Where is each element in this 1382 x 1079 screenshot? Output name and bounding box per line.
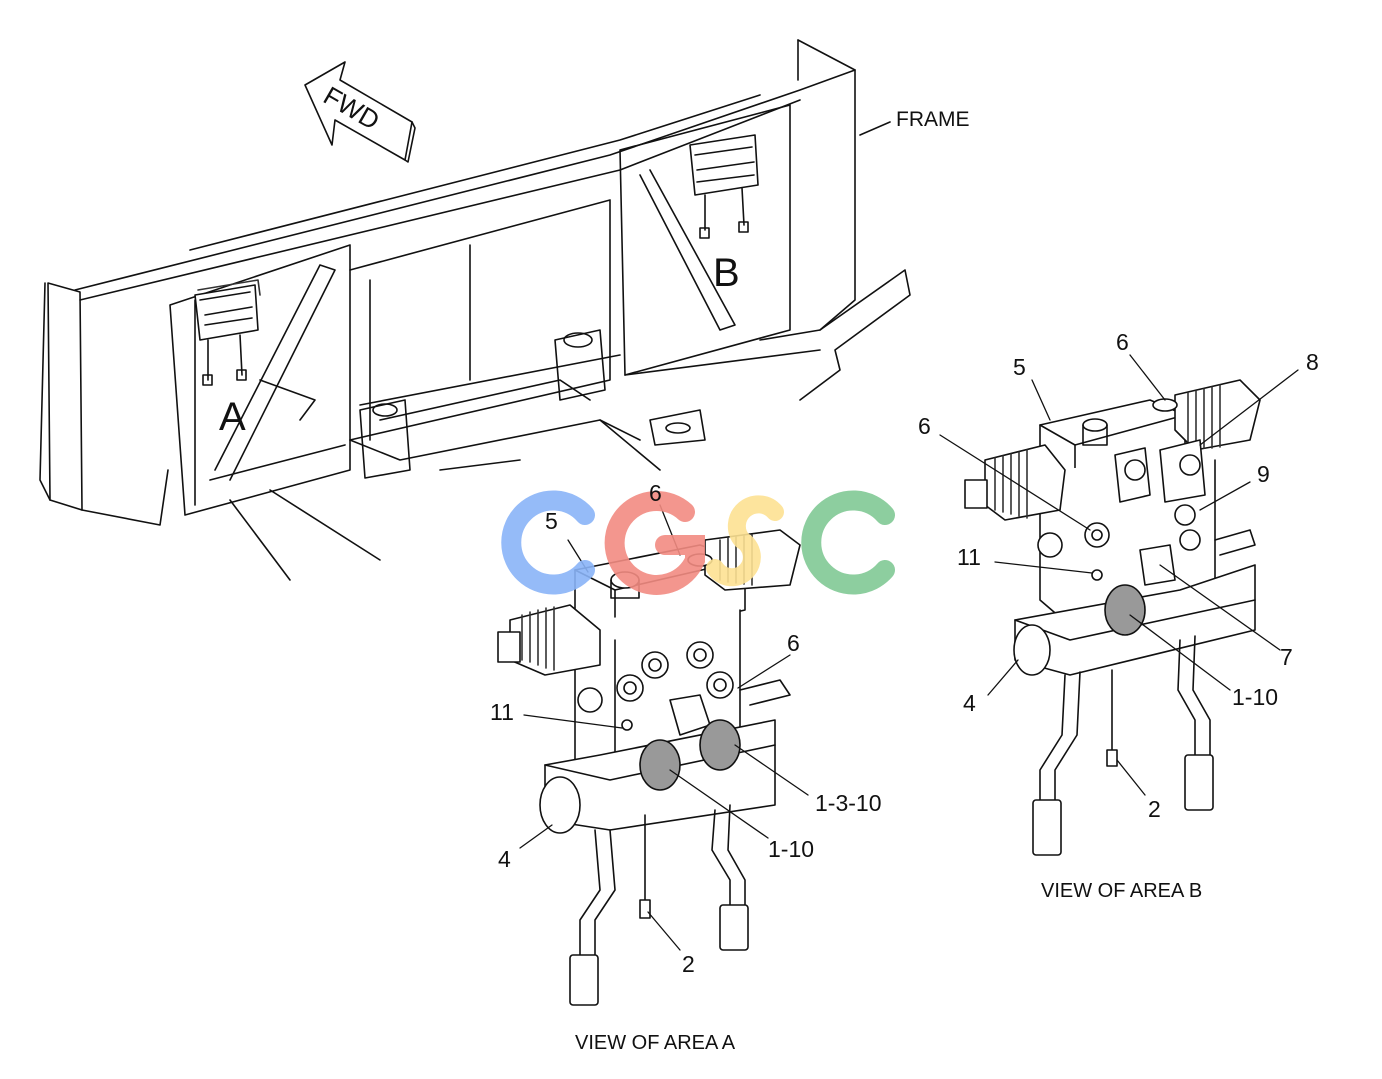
frame-drawing: [39, 39, 911, 581]
watermark: [501, 490, 895, 595]
view-b-callout-1-10: 1-10: [1232, 684, 1279, 710]
view-b-callout-5: 5: [1013, 354, 1026, 380]
view-a-callout-1-3-10: 1-3-10: [815, 790, 882, 816]
area-b-label: B: [713, 251, 740, 295]
view-b-callout-4: 4: [963, 690, 976, 716]
view-a-callout-6-side: 6: [787, 630, 800, 656]
view-a-callout-6-top: 6: [649, 480, 662, 506]
view-b-callout-11: 11: [957, 544, 981, 570]
view-a-callout-4: 4: [498, 846, 511, 872]
frame-label: FRAME: [896, 108, 970, 131]
view-b-caption: VIEW OF AREA B: [1041, 880, 1203, 902]
view-b-valve-assembly: [964, 379, 1261, 856]
area-a-label: A: [219, 395, 246, 439]
view-b-callout-9: 9: [1257, 461, 1270, 487]
area-a-valve-thumbnail: [194, 279, 261, 386]
fwd-arrow: [304, 61, 416, 163]
view-a-callout-1-10: 1-10: [768, 836, 815, 862]
view-b-callout-6-top: 6: [1116, 329, 1129, 355]
view-a-caption: VIEW OF AREA A: [575, 1032, 736, 1054]
view-b-callout-6-left: 6: [918, 413, 931, 439]
view-a-callout-5: 5: [545, 508, 558, 534]
area-b-valve-thumbnail: [689, 134, 759, 239]
view-a-callout-2: 2: [682, 951, 695, 977]
view-a-callout-11: 11: [490, 699, 514, 725]
view-b-callout-2: 2: [1148, 796, 1161, 822]
view-b-callout-8: 8: [1306, 349, 1319, 375]
view-a-valve-assembly: [497, 529, 801, 1006]
view-b-callout-7: 7: [1280, 644, 1293, 670]
